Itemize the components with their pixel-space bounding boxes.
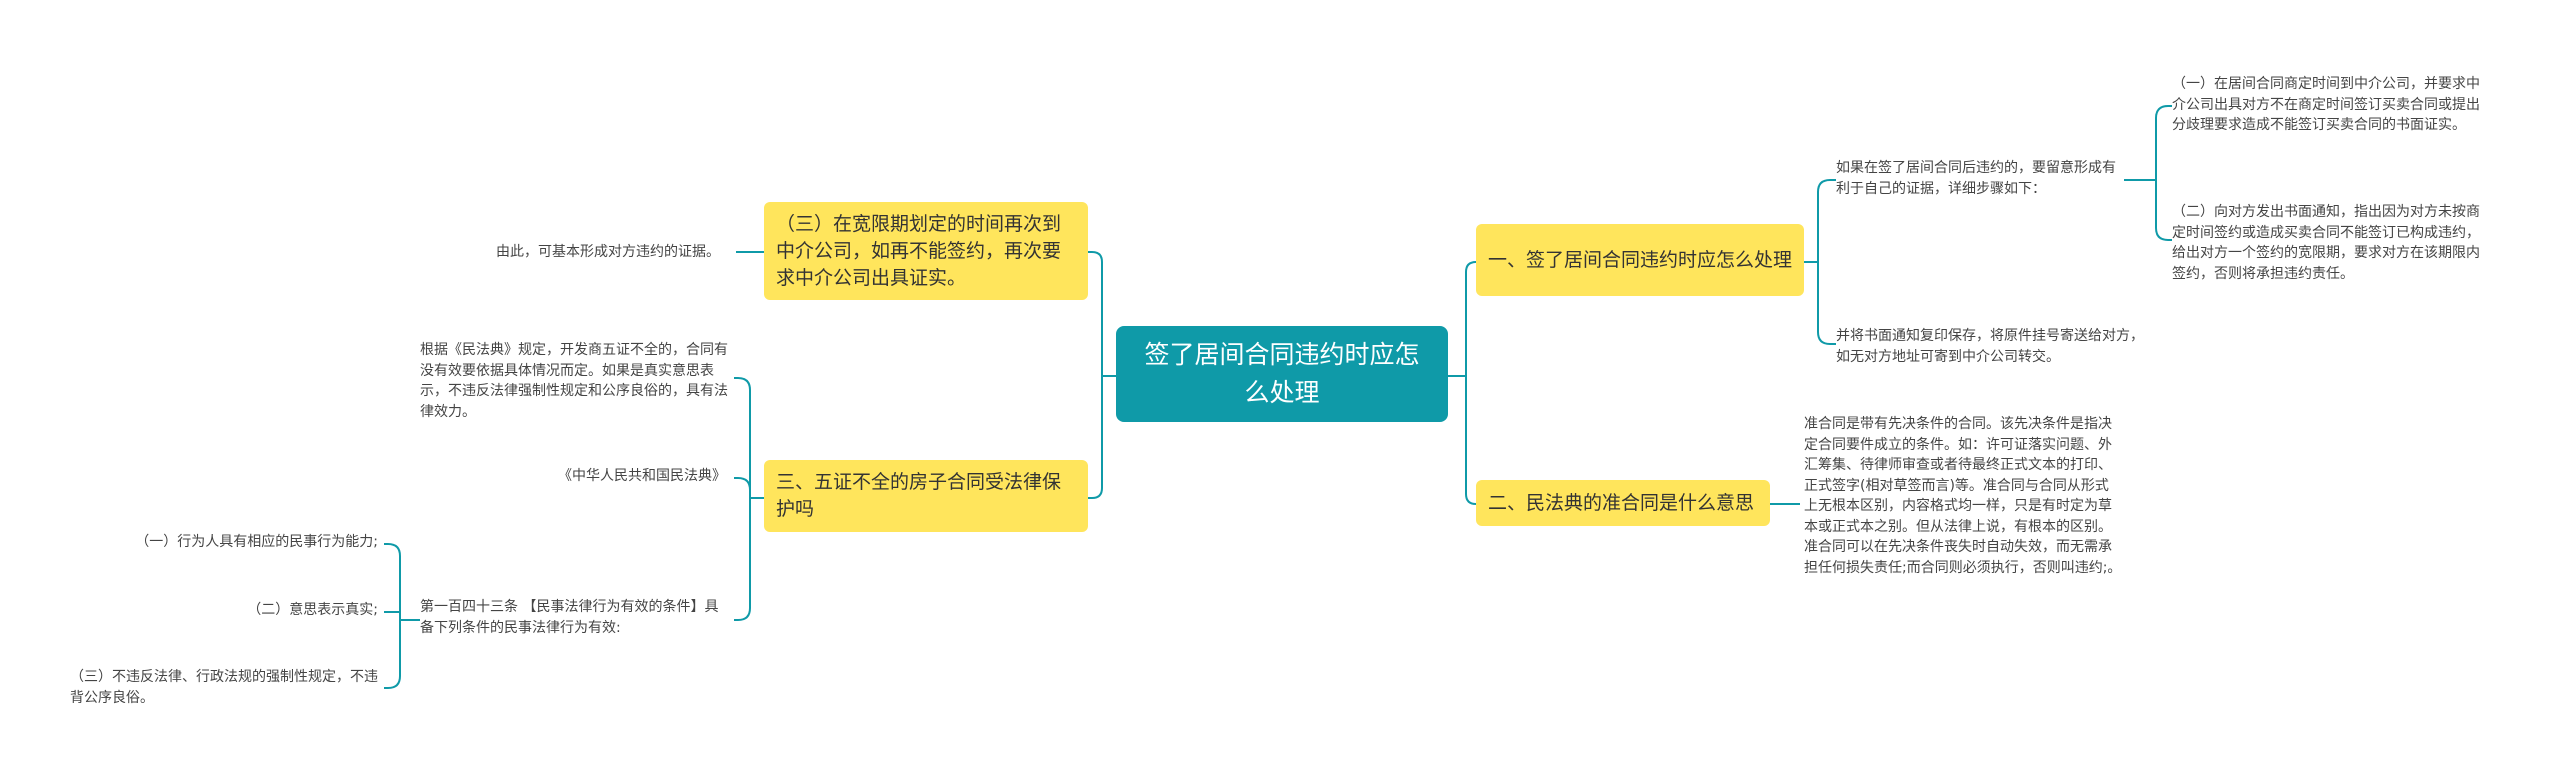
root-topic-label: 签了居间合同违约时应怎么处理 bbox=[1144, 340, 1420, 407]
leaf-l2-c3-g3[interactable]: （三）不违反法律、行政法规的强制性规定，不违背公序良俗。 bbox=[70, 669, 378, 706]
leaf-l2-c3[interactable]: 第一百四十三条 【民事法律行为有效的条件】具备下列条件的民事法律行为有效: bbox=[420, 599, 719, 636]
leaf-r1-c1[interactable]: 如果在签了居间合同后违约的，要留意形成有利于自己的证据，详细步骤如下： bbox=[1836, 160, 2116, 197]
leaf-l2-c3-g1[interactable]: （一）行为人具有相应的民事行为能力; bbox=[135, 534, 378, 550]
branch-r2[interactable]: 二、民法典的准合同是什么意思 bbox=[1476, 480, 1770, 526]
link-l2c3-g3 bbox=[384, 620, 401, 689]
branch-l1-label: （三）在宽限期划定的时间再次到中介公司，如再不能签约，再次要求中介公司出具证实。 bbox=[776, 212, 1062, 289]
link-l2-c3 bbox=[734, 498, 751, 621]
leaf-l2-c1[interactable]: 根据《民法典》规定，开发商五证不全的，合同有没有效要依据具体情况而定。如果是真实… bbox=[420, 342, 728, 420]
branch-l2-label: 三、五证不全的房子合同受法律保护吗 bbox=[776, 471, 1062, 520]
branch-r1-label: 一、签了居间合同违约时应怎么处理 bbox=[1488, 248, 1793, 271]
leaf-r2-c1[interactable]: 准合同是带有先决条件的合同。该先决条件是指决定合同要件成立的条件。如：许可证落实… bbox=[1804, 416, 2122, 576]
leaf-l2-c2[interactable]: 《中华人民共和国民法典》 bbox=[558, 468, 726, 484]
link-l2-c1 bbox=[734, 377, 764, 499]
link-root-l1 bbox=[1088, 251, 1120, 377]
branch-r2-label: 二、民法典的准合同是什么意思 bbox=[1488, 491, 1755, 514]
link-l2-c2 bbox=[734, 477, 751, 491]
leaf-r1-c2[interactable]: 并将书面通知复印保存，将原件挂号寄送给对方，如无对方地址可寄到中介公司转交。 bbox=[1836, 328, 2144, 365]
branch-l2[interactable]: 三、五证不全的房子合同受法律保护吗 bbox=[764, 460, 1088, 532]
leaf-l1-c1[interactable]: 由此，可基本形成对方违约的证据。 bbox=[496, 244, 720, 260]
link-root-l2 bbox=[1088, 376, 1103, 499]
root-topic[interactable]: 签了居间合同违约时应怎么处理 bbox=[1116, 326, 1448, 422]
leaf-r1-c1-g2[interactable]: （二）向对方发出书面通知，指出因为对方未按商定时间签约或造成买卖合同不能签订已构… bbox=[2172, 204, 2480, 282]
link-l2c3-g1 bbox=[384, 543, 420, 621]
link-root-r2 bbox=[1465, 376, 1480, 505]
leaf-r1-c1-g1[interactable]: （一）在居间合同商定时间到中介公司，并要求中介公司出具对方不在商定时间签订买卖合… bbox=[2172, 76, 2480, 133]
leaf-l2-c3-g2[interactable]: （二）意思表示真实; bbox=[247, 602, 378, 618]
link-r1-c1 bbox=[1804, 179, 1836, 263]
branch-r1[interactable]: 一、签了居间合同违约时应怎么处理 bbox=[1476, 224, 1804, 296]
link-r1c1-g1 bbox=[2124, 105, 2172, 181]
link-r1c1-g2 bbox=[2155, 180, 2172, 241]
link-r1-c2 bbox=[1817, 262, 1836, 345]
link-root-r1 bbox=[1448, 261, 1480, 377]
branch-l1[interactable]: （三）在宽限期划定的时间再次到中介公司，如再不能签约，再次要求中介公司出具证实。 bbox=[764, 202, 1088, 300]
